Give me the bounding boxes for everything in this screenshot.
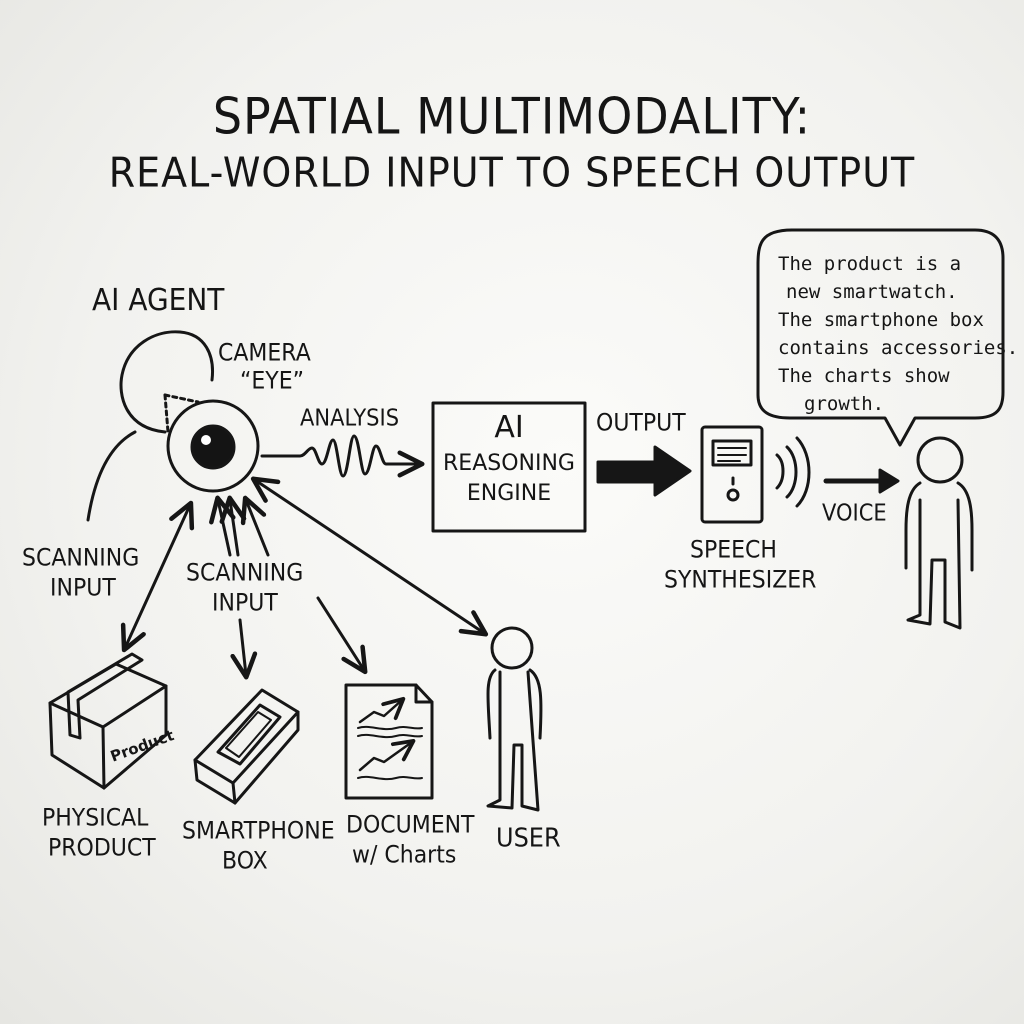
scanning-center-line-1: Scanning: [186, 560, 304, 587]
camera-label: Camera: [218, 340, 311, 367]
product-box-icon: [48, 652, 168, 790]
bubble-line-1: The product is a: [778, 253, 962, 275]
title-line-1: Spatial Multimodality:: [212, 86, 812, 146]
speech-synthesizer-icon: [700, 425, 764, 524]
ai-agent-label: AI Agent: [92, 281, 225, 318]
document-line-1: Document: [346, 812, 475, 839]
scanning-left-line-1: Scanning: [22, 545, 140, 572]
bubble-line-4: contains accessories.: [778, 337, 1019, 359]
scanning-arrows: [120, 476, 489, 680]
listener-figure: [904, 436, 974, 630]
synth-label-1: Speech: [690, 537, 777, 564]
product-stamp-text: Product: [108, 726, 176, 766]
engine-line-2: Reasoning: [443, 451, 575, 476]
ai-reasoning-engine-box: [431, 401, 587, 533]
scanning-left-line-2: Input: [50, 575, 116, 602]
engine-line-1: AI: [494, 410, 524, 445]
bubble-line-5: The charts show: [778, 365, 950, 387]
bubble-line-2: new smartwatch.: [786, 281, 958, 303]
bubble-line-3: The smartphone box: [778, 309, 984, 331]
speech-bubble-text: The product is a new smartwatch. The sma…: [778, 250, 1019, 418]
analysis-label: Analysis: [300, 405, 400, 431]
ai-engine-label: AI Reasoning Engine: [433, 410, 585, 509]
smartphone-box-line-1: Smartphone: [182, 818, 335, 845]
bubble-line-6: growth.: [804, 393, 885, 415]
output-arrow: [596, 445, 692, 497]
engine-line-3: Engine: [466, 481, 552, 506]
title-line-2: Real-World Input to Speech Output: [108, 148, 916, 197]
document-line-2: w/ Charts: [352, 842, 457, 869]
analysis-wave: [260, 434, 425, 478]
eye-label: “Eye”: [240, 368, 305, 395]
output-label: Output: [596, 410, 686, 437]
physical-product-line-1: Physical: [42, 805, 149, 832]
sound-waves-icon: [775, 436, 811, 508]
smartphone-box-icon: [193, 688, 300, 805]
camera-eye-icon: [163, 393, 260, 493]
smartphone-box-line-2: Box: [222, 848, 268, 875]
speech-bubble-outline: [756, 228, 1005, 447]
user-label: User: [496, 822, 561, 854]
scanning-center-line-2: Input: [212, 590, 278, 617]
synth-label-2: Synthesizer: [664, 567, 817, 594]
voice-label: Voice: [822, 500, 887, 526]
ai-agent-figure: [86, 330, 215, 522]
physical-product-line-2: Product: [48, 835, 156, 862]
document-charts-icon: [344, 683, 434, 800]
user-figure: [486, 626, 543, 812]
